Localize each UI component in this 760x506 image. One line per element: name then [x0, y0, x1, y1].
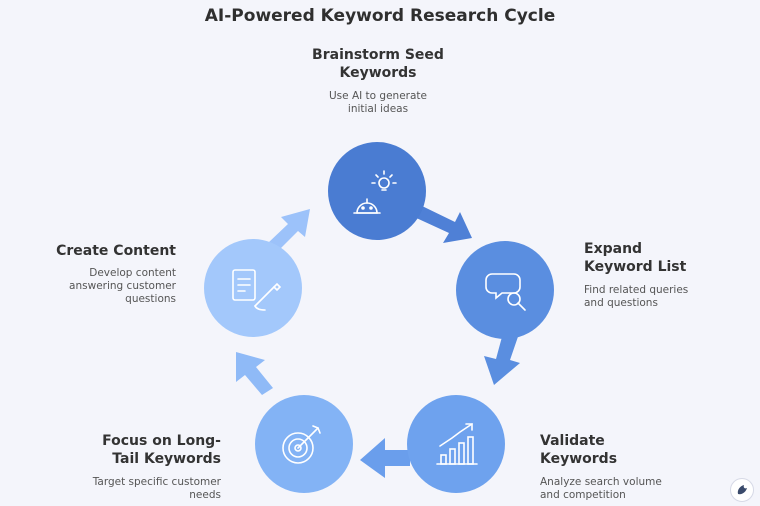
step4-description: Target specific customer needs [92, 476, 221, 501]
step3-title: Validate Keywords [540, 433, 618, 467]
chatbot-lightbulb-icon [353, 170, 397, 214]
target-dart-icon [282, 425, 321, 464]
logo-glyph-icon [737, 485, 747, 495]
step5-title: Create Content [56, 243, 176, 259]
speech-bubble-search-icon [485, 273, 526, 311]
arrow-step4-to-step5 [236, 352, 273, 395]
step2-circle [456, 241, 554, 339]
step2-description: Find related queries and questions [584, 284, 689, 309]
step5-circle [204, 239, 302, 337]
step4-title: Focus on Long- Tail Keywords [102, 433, 221, 467]
arrow-step1-to-step2 [412, 205, 472, 243]
step4-circle [255, 395, 353, 493]
napkin-logo-icon[interactable] [730, 478, 754, 502]
diagram-title: AI-Powered Keyword Research Cycle [204, 6, 556, 26]
step5-description: Develop content answering customer quest… [69, 267, 176, 305]
step1-description: Use AI to generate initial ideas [328, 90, 428, 115]
document-pen-icon [232, 269, 282, 311]
arrow-step3-to-step4 [360, 438, 410, 478]
step2-title: Expand Keyword List [584, 241, 687, 275]
step3-circle [407, 395, 505, 493]
step1-title: Brainstorm Seed Keywords [312, 47, 444, 81]
step3-description: Analyze search volume and competition [540, 476, 662, 501]
arrow-step5-to-step1 [268, 209, 310, 251]
bar-chart-growth-icon [436, 423, 478, 465]
step1-circle [328, 142, 426, 240]
